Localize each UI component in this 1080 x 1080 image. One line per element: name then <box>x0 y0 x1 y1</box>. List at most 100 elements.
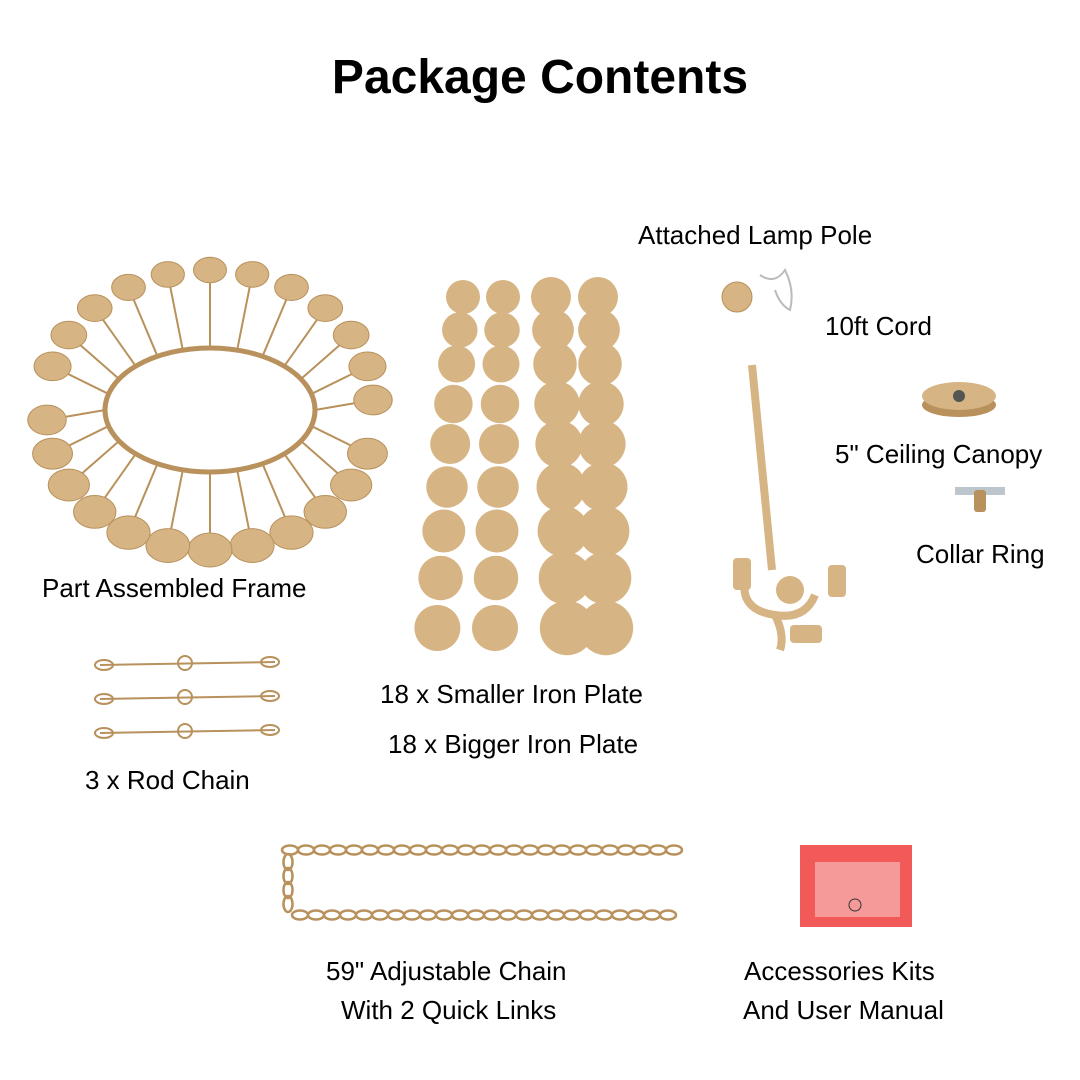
chain-link <box>282 894 294 914</box>
chain-link <box>648 844 668 856</box>
smaller-iron-plate <box>434 384 473 424</box>
chain-link <box>456 844 476 856</box>
chain-link <box>402 909 422 921</box>
chain-link <box>514 909 534 921</box>
smaller-iron-plate <box>418 555 463 601</box>
rod-chain <box>94 723 280 739</box>
chain-link <box>578 909 598 921</box>
frame-plate <box>353 384 393 416</box>
hook <box>260 690 280 702</box>
hook <box>260 656 280 668</box>
bigger-iron-plate <box>578 309 620 351</box>
bigger-iron-plate <box>538 551 592 605</box>
chain-link <box>440 844 460 856</box>
hook <box>94 727 114 739</box>
bigger-iron-plate <box>534 381 580 427</box>
bigger-iron-plate <box>578 600 634 656</box>
arm <box>771 613 786 652</box>
bigger-iron-plate <box>533 342 577 386</box>
bigger-iron-plate <box>532 309 574 351</box>
chain-link <box>466 909 486 921</box>
smaller-iron-plate <box>438 345 476 383</box>
chain-link <box>434 909 454 921</box>
chain-link <box>408 844 428 856</box>
chain-link <box>546 909 566 921</box>
frame-plate <box>27 404 67 436</box>
smaller-iron-plate <box>475 509 519 553</box>
chain-link <box>610 909 630 921</box>
chain-link <box>482 909 502 921</box>
chain-link <box>282 866 294 886</box>
recycle-icon <box>848 898 862 912</box>
bigger-iron-plate <box>578 420 626 468</box>
smaller-iron-plate <box>414 605 461 651</box>
chain-link <box>296 844 316 856</box>
chain-link <box>344 844 364 856</box>
frame-plate <box>229 528 275 563</box>
chain-link <box>658 909 678 921</box>
bigger-iron-plate <box>535 420 583 468</box>
smaller-iron-plate <box>446 280 480 314</box>
chain-link <box>552 844 572 856</box>
chain-link <box>376 844 396 856</box>
smaller-plate-label: 18 x Smaller Iron Plate <box>380 679 644 709</box>
link-ring <box>177 689 193 705</box>
frame-plate <box>187 532 233 568</box>
smaller-iron-plate <box>486 280 520 314</box>
chain-link <box>594 909 614 921</box>
adjustable-chain <box>280 844 684 921</box>
hook <box>260 724 280 736</box>
frame-plate <box>274 273 309 301</box>
chain-link <box>354 909 374 921</box>
bigger-plate-label: 18 x Bigger Iron Plate <box>388 729 639 759</box>
smaller-iron-plate <box>473 555 519 601</box>
frame-plate <box>332 320 370 350</box>
chain-link <box>530 909 550 921</box>
page-title: Package Contents <box>331 51 749 104</box>
smaller-iron-plate <box>430 424 471 464</box>
frame-plate <box>330 468 373 502</box>
smaller-iron-plate <box>482 345 520 383</box>
kits-label-line2: And User Manual <box>743 995 944 1025</box>
frame-plate <box>193 256 227 284</box>
chain-link <box>498 909 518 921</box>
frame-plate <box>111 273 146 301</box>
frame-group <box>27 256 393 568</box>
chain-link <box>562 909 582 921</box>
frame-plate <box>348 351 387 382</box>
rod <box>99 661 276 666</box>
canopy-hole <box>953 390 965 402</box>
bigger-iron-plate <box>536 462 586 512</box>
hub <box>776 576 804 604</box>
collar-ring <box>974 490 986 512</box>
socket <box>790 625 822 643</box>
frame-plate <box>145 528 191 563</box>
chain-link <box>418 909 438 921</box>
chain-link <box>322 909 342 921</box>
socket <box>733 558 751 590</box>
smaller-iron-plate <box>477 466 519 508</box>
chain-link <box>280 844 300 856</box>
chain-link <box>450 909 470 921</box>
frame-plate <box>303 495 347 529</box>
smaller-iron-plate <box>426 466 468 508</box>
chain-link <box>664 844 684 856</box>
manual-sheet <box>815 862 900 917</box>
frame-label: Part Assembled Frame <box>42 573 307 603</box>
chain-link <box>312 844 332 856</box>
canopy-label: 5" Ceiling Canopy <box>835 439 1043 469</box>
frame-plate <box>50 320 88 350</box>
chain-link <box>290 909 310 921</box>
chain-link <box>488 844 508 856</box>
chain-link <box>360 844 380 856</box>
chain-link <box>584 844 604 856</box>
chain-link <box>386 909 406 921</box>
chain-link <box>306 909 326 921</box>
lamp-pole-label: Attached Lamp Pole <box>638 220 873 250</box>
frame-plate <box>33 351 72 382</box>
chain-label-line2: With 2 Quick Links <box>341 995 557 1025</box>
bigger-iron-plate <box>578 277 618 317</box>
frame-plate <box>235 261 270 288</box>
bigger-iron-plate <box>578 342 622 386</box>
